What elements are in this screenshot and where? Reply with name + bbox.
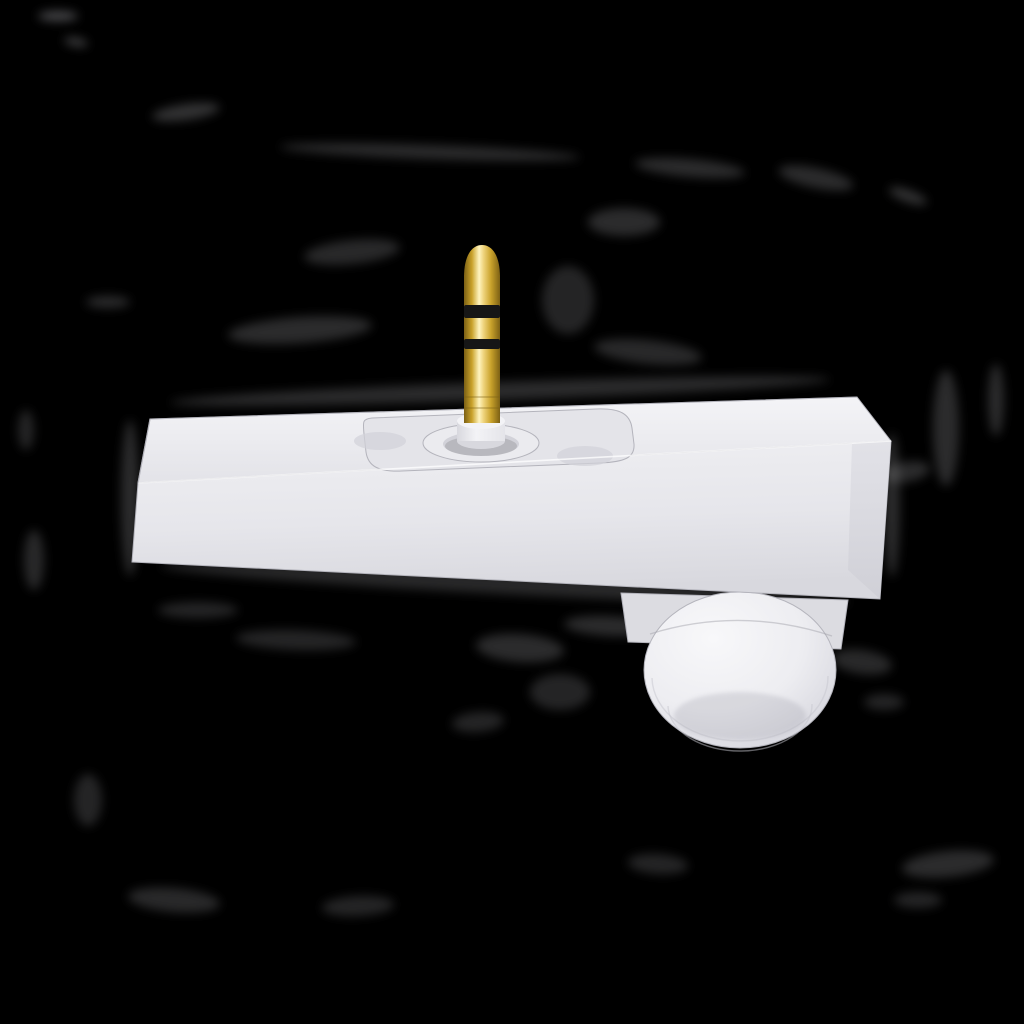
jack-tip	[464, 245, 500, 277]
artifact-smudge	[894, 892, 942, 908]
dome-facet-line	[667, 703, 813, 752]
artifact-smudge	[152, 102, 220, 122]
artifact-smudge	[304, 239, 400, 265]
dome-seam-line	[649, 619, 833, 637]
artifact-smudge	[128, 887, 220, 913]
artifact-smudge	[452, 711, 504, 733]
artifact-smudge	[889, 187, 927, 205]
artifact-smudge	[594, 338, 702, 366]
artifact-smudge	[322, 895, 394, 917]
artifact-smudge	[628, 853, 688, 875]
artifact-smudge	[38, 11, 78, 21]
artifact-smudge	[74, 774, 102, 826]
dome-assembly	[620, 591, 849, 752]
dome-facet-line	[651, 675, 829, 742]
artifact-smudge	[236, 629, 356, 651]
tray-notch-left	[354, 432, 406, 450]
tray-notch-right	[557, 446, 613, 466]
body-end-face	[848, 441, 891, 599]
artifact-smudge	[24, 530, 44, 590]
artifact-smudge	[902, 850, 994, 878]
artifact-smudge	[64, 37, 88, 47]
artifact-smudge	[18, 410, 34, 450]
artifact-smudge	[832, 649, 892, 675]
artifact-smudge	[542, 266, 594, 334]
artifact-smudge	[635, 157, 745, 179]
jack-insulator-ring	[464, 339, 500, 349]
jack-insulator-rings	[464, 305, 500, 349]
artifact-smudge	[588, 208, 660, 236]
artifact-smudge	[280, 143, 580, 161]
back-top-edge	[149, 396, 858, 420]
jack-insulator-ring	[464, 305, 500, 318]
artifact-smudge	[988, 364, 1004, 436]
artifact-smudge	[864, 694, 904, 710]
dome-bottom-shade	[674, 692, 806, 740]
sensor-body	[131, 396, 892, 600]
top-front-edge-highlight	[137, 440, 892, 484]
artifact-smudge	[933, 370, 959, 486]
artifact-smudge	[778, 165, 854, 191]
audio-jack-plug	[464, 245, 500, 423]
left-corner-edge	[137, 418, 151, 484]
artifact-smudge	[86, 296, 130, 308]
artifact-smudge	[476, 633, 564, 663]
artifact-smudge	[530, 674, 590, 710]
artifact-smudge	[158, 602, 238, 618]
artifact-smudge	[228, 316, 372, 344]
